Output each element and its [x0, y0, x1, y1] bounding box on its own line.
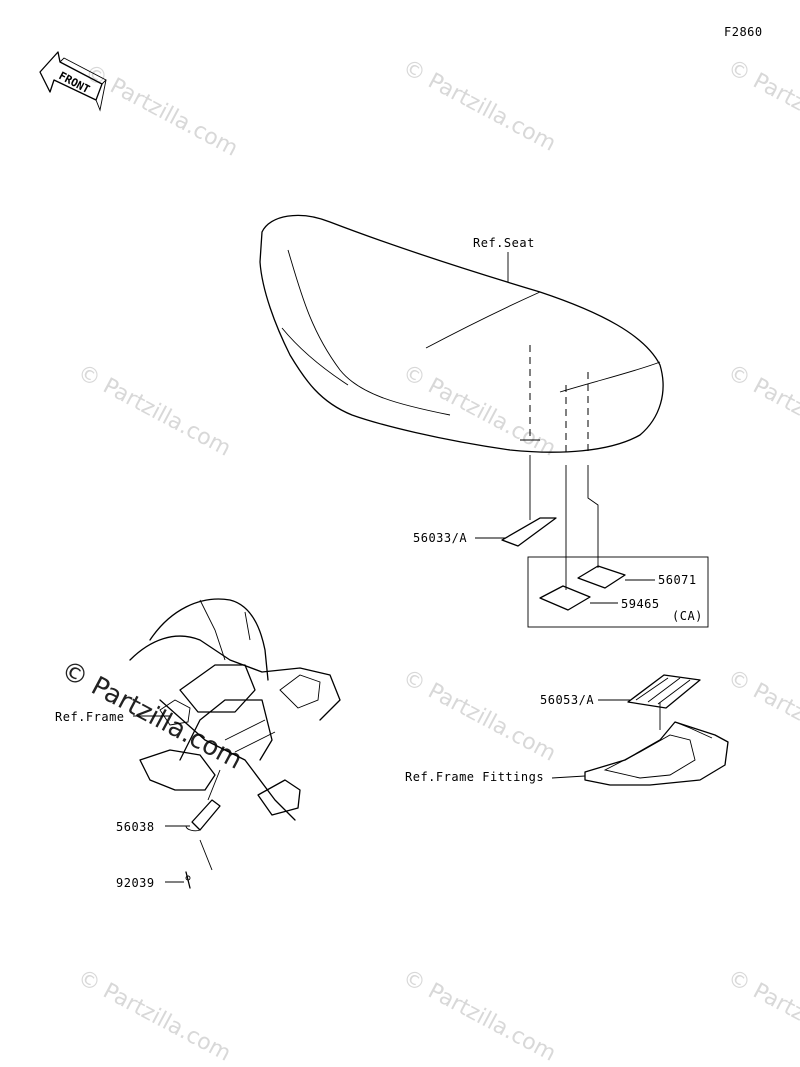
callout-56038[interactable]: 56038	[116, 820, 155, 834]
callout-ref-frame: Ref.Frame	[55, 710, 125, 724]
front-arrow-icon	[39, 51, 107, 112]
callout-56071[interactable]: 56071	[658, 573, 697, 587]
callout-56053[interactable]: 56053/A	[540, 693, 595, 707]
seat-outline	[259, 214, 664, 453]
parts-diagram: FRONT	[39, 51, 729, 889]
callout-59465[interactable]: 59465	[621, 597, 660, 611]
callout-56033[interactable]: 56033/A	[413, 531, 468, 545]
frame-fittings	[584, 702, 729, 786]
frame-assembly	[129, 598, 341, 821]
figure-id: F2860	[724, 25, 763, 39]
region-ca: (CA)	[672, 609, 703, 623]
callout-92039[interactable]: 92039	[116, 876, 155, 890]
front-label: FRONT	[57, 69, 93, 96]
callout-ref-seat: Ref.Seat	[473, 236, 535, 250]
callout-ref-frame-fittings: Ref.Frame Fittings	[405, 770, 545, 784]
